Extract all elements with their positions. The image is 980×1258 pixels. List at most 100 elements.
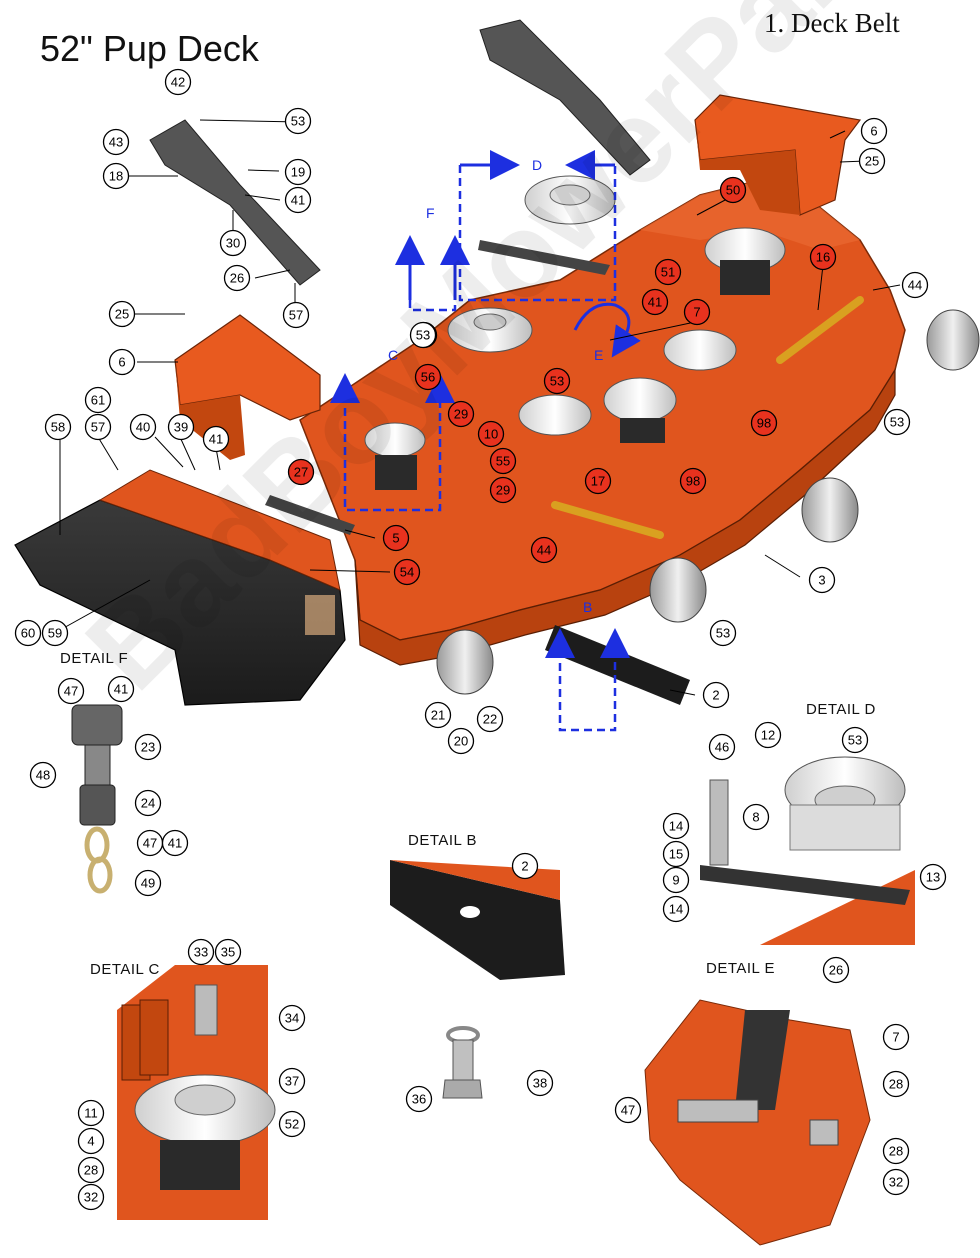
callout-circle [584, 467, 612, 495]
callout-number: 47 [621, 1103, 635, 1118]
callout-number: 54 [400, 565, 414, 580]
callout-36: 36 [405, 1085, 433, 1113]
callout-number: 2 [712, 688, 719, 703]
callout-circle [709, 619, 737, 647]
callout-number: 14 [669, 902, 683, 917]
callout-circle [393, 558, 421, 586]
bolt-36-artwork [442, 1026, 483, 1099]
callout-circle [57, 677, 85, 705]
callout-circle [278, 1004, 306, 1032]
callout-number: 44 [908, 278, 922, 293]
callout-53: 53 [709, 619, 737, 647]
callout-circle [202, 425, 230, 453]
callout-number: 10 [484, 427, 498, 442]
gauge-wheels [436, 309, 980, 695]
callout-circle [278, 1110, 306, 1138]
callout-circle [447, 400, 475, 428]
callout-circle [84, 386, 112, 414]
callout-number: 40 [136, 420, 150, 435]
callout-circle [134, 733, 162, 761]
callout-number: 9 [672, 873, 679, 888]
callout-circle [164, 68, 192, 96]
callout-number: 15 [669, 847, 683, 862]
callout-number: 57 [91, 420, 105, 435]
callout-circle [14, 619, 42, 647]
letter-d: D [532, 157, 542, 173]
leader-lines [59, 119, 901, 696]
callout-number: 11 [84, 1106, 98, 1121]
callout-7: 7 [683, 298, 711, 326]
callout-circle [742, 803, 770, 831]
callout-58: 58 [44, 413, 72, 441]
idler-arms [265, 240, 610, 535]
callout-46: 46 [708, 733, 736, 761]
page-subtitle: 1. Deck Belt [764, 8, 900, 38]
callout-11: 11 [77, 1099, 105, 1127]
callout-2: 2 [702, 681, 730, 709]
callout-number: 34 [285, 1011, 299, 1026]
letter-e: E [594, 347, 603, 363]
callout-circle [102, 162, 130, 190]
callout-number: 12 [761, 728, 775, 743]
callout-circle [754, 721, 782, 749]
detail-f-label: DETAIL F [60, 650, 129, 667]
callout-37: 37 [278, 1067, 306, 1095]
callout-circle [129, 413, 157, 441]
callout-27: 27 [287, 458, 315, 486]
callout-circle [489, 447, 517, 475]
callout-32: 32 [77, 1183, 105, 1211]
callout-number: 41 [291, 193, 305, 208]
callout-19: 19 [284, 158, 312, 186]
callout-number: 47 [143, 836, 157, 851]
callout-41: 41 [107, 675, 135, 703]
callout-7: 7 [882, 1023, 910, 1051]
callout-number: 3 [818, 573, 825, 588]
callout-circle [882, 1137, 910, 1165]
callout-53: 53 [284, 107, 312, 135]
callout-circle [102, 128, 130, 156]
callout-circle [809, 243, 837, 271]
callout-circle [44, 413, 72, 441]
callout-circle [134, 869, 162, 897]
detail-d-artwork [700, 756, 915, 945]
callout-number: 44 [537, 543, 551, 558]
callout-29: 29 [489, 476, 517, 504]
callout-number: 19 [291, 165, 305, 180]
callout-14: 14 [662, 895, 690, 923]
callout-circle [77, 1156, 105, 1184]
callout-44: 44 [530, 536, 558, 564]
callout-circle [530, 536, 558, 564]
callout-60: 60 [14, 619, 42, 647]
callout-12: 12 [754, 721, 782, 749]
callout-circle [822, 956, 850, 984]
callout-39: 39 [167, 413, 195, 441]
callout-number: 22 [483, 712, 497, 727]
callout-8: 8 [742, 803, 770, 831]
callout-number: 38 [533, 1076, 547, 1091]
callout-26: 26 [822, 956, 850, 984]
callout-56: 56 [414, 363, 442, 391]
callout-number: 46 [715, 740, 729, 755]
callout-number: 98 [686, 474, 700, 489]
detail-c-artwork [117, 965, 276, 1220]
callout-circle [447, 727, 475, 755]
deck-skirt [354, 367, 896, 666]
callout-number: 27 [294, 465, 308, 480]
callout-circle [161, 829, 189, 857]
blade [545, 625, 690, 705]
spindle-pulleys [364, 175, 786, 490]
callout-circle [858, 147, 886, 175]
callout-6: 6 [108, 348, 136, 376]
callout-number: 37 [285, 1074, 299, 1089]
callout-circle [414, 363, 442, 391]
callout-circle [662, 895, 690, 923]
callout-circle [284, 158, 312, 186]
callout-circle [662, 866, 690, 894]
callout-44: 44 [901, 271, 929, 299]
callout-circle [614, 1096, 642, 1124]
callout-number: 53 [716, 626, 730, 641]
callout-number: 50 [726, 183, 740, 198]
callout-number: 59 [48, 626, 62, 641]
